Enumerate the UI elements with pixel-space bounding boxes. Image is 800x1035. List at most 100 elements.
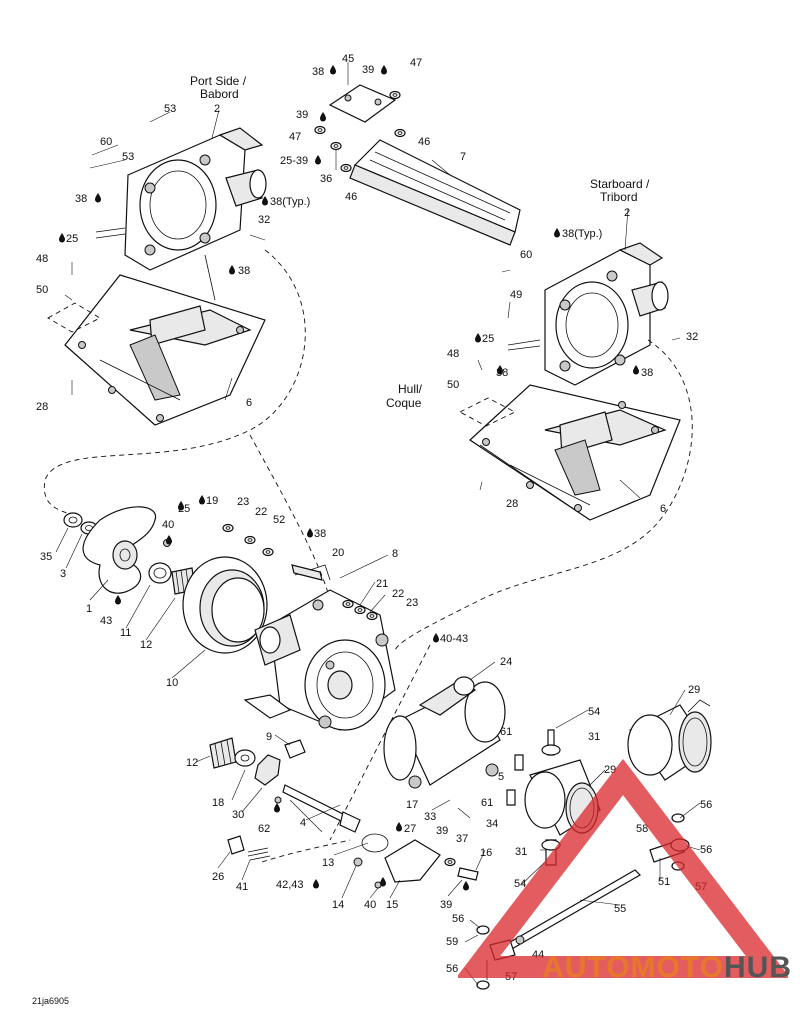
label-15: 15	[386, 899, 398, 911]
label-29-upper: 29	[688, 684, 700, 696]
label-hull-1: Hull/	[398, 382, 423, 396]
needle-bearing-lower	[209, 737, 237, 769]
label-55: 55	[614, 903, 626, 915]
label-56-low-b: 56	[446, 963, 458, 975]
label-4: 4	[300, 817, 306, 829]
label-21: 21	[376, 578, 388, 590]
label-35: 35	[40, 551, 52, 563]
label-12-lower: 12	[186, 757, 198, 769]
label-53-a: 53	[164, 103, 176, 115]
impeller-cluster	[63, 506, 274, 595]
label-10: 10	[166, 677, 178, 689]
top-rail-assembly	[314, 84, 521, 246]
label-61-b: 61	[481, 797, 493, 809]
label-46-a: 46	[418, 136, 430, 148]
label-38-mid: 38	[314, 528, 326, 540]
label-50-port: 50	[36, 284, 48, 296]
label-22-b: 22	[392, 588, 404, 600]
label-31-upper: 31	[588, 731, 600, 743]
label-25-mid: 25	[178, 503, 190, 515]
label-5: 5	[498, 771, 504, 783]
figure-code: 21ja6905	[32, 996, 70, 1006]
label-60-starboard: 60	[520, 249, 532, 261]
label-38-top: 38	[312, 66, 324, 78]
port-side-plate	[47, 254, 266, 426]
label-6-starboard: 6	[660, 503, 666, 515]
label-28-starboard: 28	[506, 498, 518, 510]
label-58: 58	[636, 823, 648, 835]
label-36: 36	[320, 173, 332, 185]
label-18: 18	[212, 797, 224, 809]
label-50-starboard: 50	[447, 379, 459, 391]
label-20: 20	[332, 547, 344, 559]
label-56-right-b: 56	[700, 844, 712, 856]
label-starboard-1: Starboard /	[590, 177, 650, 191]
label-25-39: 25-39	[280, 155, 308, 167]
label-13: 13	[322, 857, 334, 869]
label-32-starboard: 32	[686, 331, 698, 343]
label-47-b: 47	[289, 131, 301, 143]
label-starboard-2: Tribord	[600, 190, 638, 204]
label-23-b: 23	[406, 597, 418, 609]
label-16: 16	[480, 847, 492, 859]
label-49: 49	[510, 289, 522, 301]
label-30: 30	[232, 809, 244, 821]
label-2-port: 2	[214, 103, 220, 115]
label-39-top: 39	[362, 64, 374, 76]
label-14: 14	[332, 899, 344, 911]
steering-nozzle-lower	[524, 759, 601, 836]
steering-nozzle-upper	[627, 699, 712, 781]
starboard-plate	[459, 384, 681, 521]
label-57-low: 57	[505, 971, 517, 983]
label-60-port: 60	[100, 136, 112, 148]
label-29-lower: 29	[604, 764, 616, 776]
label-38-port: 38	[75, 193, 87, 205]
label-3: 3	[60, 568, 66, 580]
label-41: 41	[236, 881, 248, 893]
label-56-right-a: 56	[700, 799, 712, 811]
label-42-43: 42,43	[276, 879, 304, 891]
label-56-low-a: 56	[452, 913, 464, 925]
label-39-low-b: 39	[440, 899, 452, 911]
pump-housing	[243, 564, 396, 731]
label-54-upper: 54	[588, 706, 600, 718]
lower-left-parts	[209, 737, 479, 889]
label-39-b: 39	[296, 109, 308, 121]
label-38-starboard-a: 38	[496, 367, 508, 379]
label-23-a: 23	[237, 496, 249, 508]
starboard-housing	[507, 242, 669, 386]
label-2-starboard: 2	[624, 207, 630, 219]
port-side-housing	[95, 127, 267, 271]
label-22-a: 22	[255, 506, 267, 518]
label-port-side-2: Babord	[200, 87, 239, 101]
label-62: 62	[258, 823, 270, 835]
label-57-right: 57	[695, 881, 707, 893]
label-28-port: 28	[36, 401, 48, 413]
label-53-b: 53	[122, 151, 134, 163]
label-46-b: 46	[345, 191, 357, 203]
label-11: 11	[120, 627, 131, 639]
label-37: 37	[456, 833, 468, 845]
label-port-side-1: Port Side /	[190, 74, 247, 88]
leader-lines	[55, 62, 701, 986]
label-44: 44	[532, 949, 544, 961]
label-38-typ-starboard: 38(Typ.)	[562, 228, 602, 240]
label-47-a: 47	[410, 57, 422, 69]
label-39-low-a: 39	[436, 825, 448, 837]
label-25-starboard: 25	[482, 333, 494, 345]
part-labels: Port Side / Babord 2 53 60 53 38 38(Typ.…	[36, 53, 712, 983]
label-7: 7	[460, 151, 466, 163]
label-33: 33	[424, 811, 436, 823]
label-38-starboard-b: 38	[641, 367, 653, 379]
label-hull-2: Coque	[386, 396, 422, 410]
wear-ring	[182, 556, 268, 654]
label-31-lower: 31	[515, 846, 527, 858]
label-27: 27	[404, 823, 416, 835]
label-6-port: 6	[246, 397, 252, 409]
label-40-left: 40	[162, 519, 174, 531]
label-26: 26	[212, 871, 224, 883]
label-38-typ-port: 38(Typ.)	[270, 196, 310, 208]
label-45: 45	[342, 53, 354, 65]
label-25-port: 25	[66, 233, 78, 245]
